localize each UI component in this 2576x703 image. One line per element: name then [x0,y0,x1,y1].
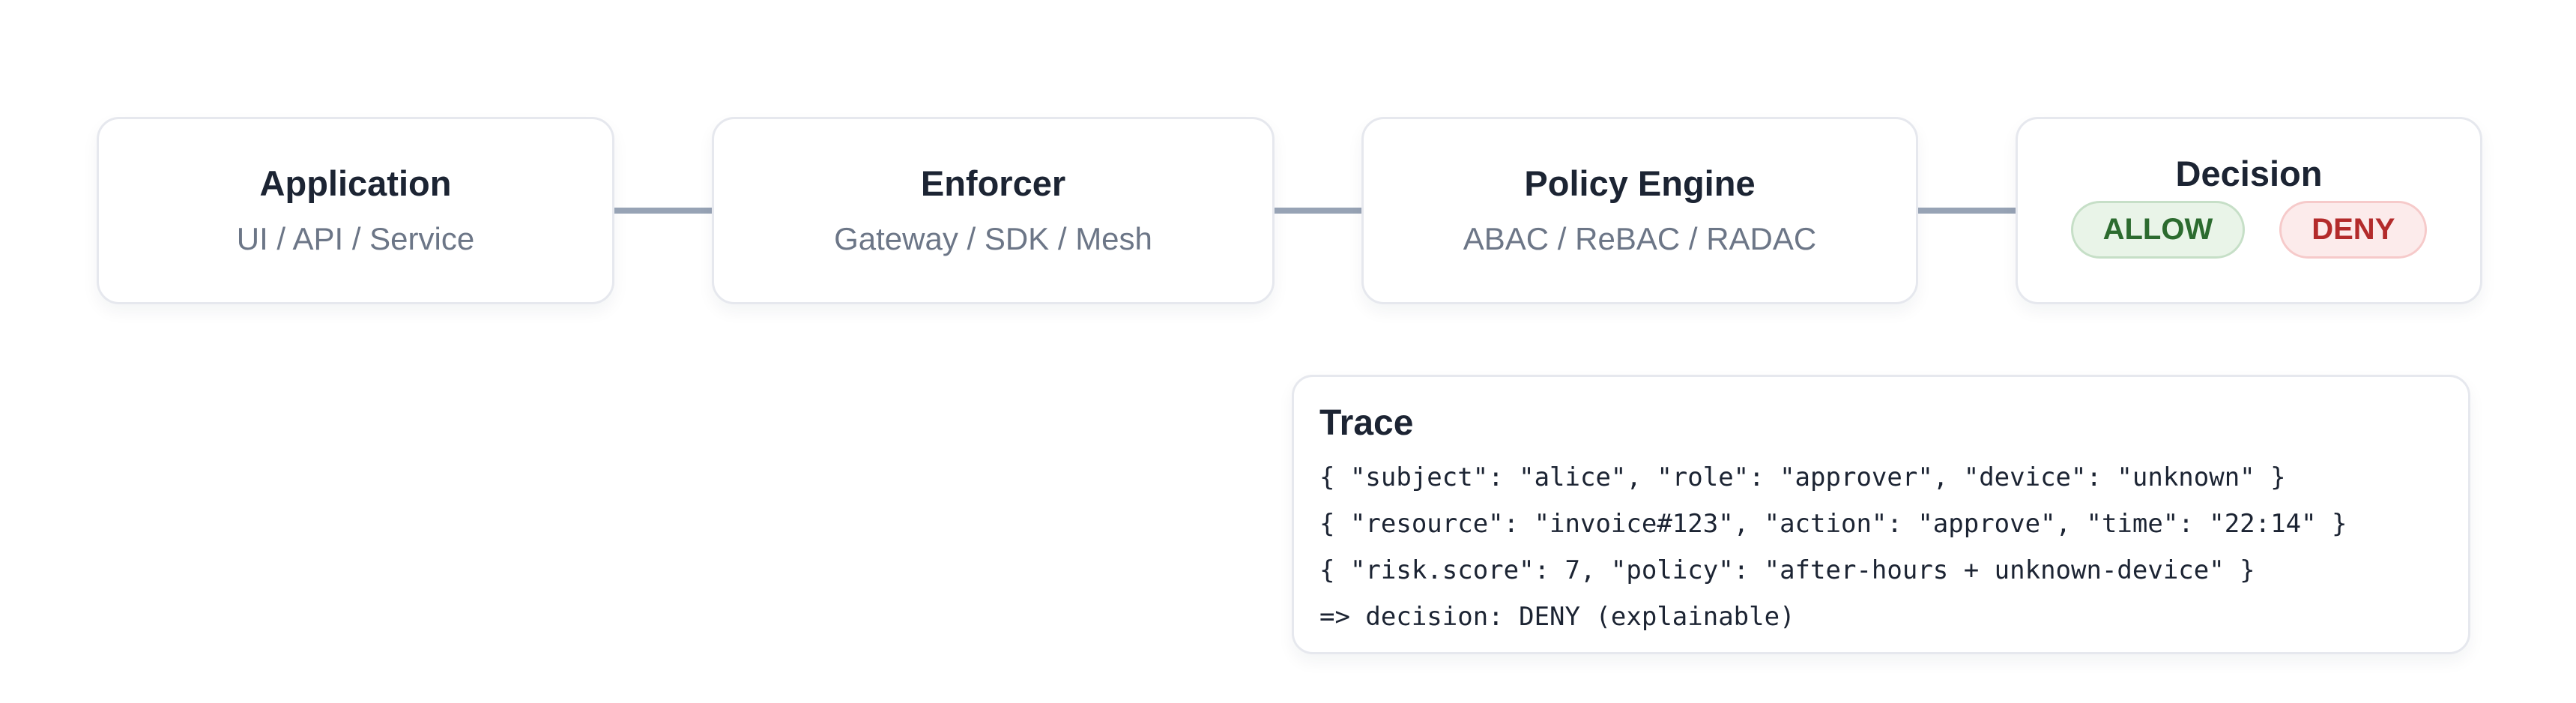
stage-policy-engine: Policy Engine ABAC / ReBAC / RADAC [1361,117,1918,304]
stage-application-subtitle: UI / API / Service [236,220,475,256]
stage-enforcer: Enforcer Gateway / SDK / Mesh [712,117,1275,304]
trace-line-subject: { "subject": "alice", "role": "approver"… [1319,462,2286,493]
deny-badge: DENY [2279,200,2428,259]
stage-decision: Decision ALLOW DENY [2016,117,2482,304]
trace-line-resource: { "resource": "invoice#123", "action": "… [1319,509,2347,540]
allow-badge: ALLOW [2070,200,2246,259]
connector-application-enforcer [614,208,712,214]
trace-line-risk: { "risk.score": 7, "policy": "after-hour… [1319,555,2255,586]
stage-policy-engine-title: Policy Engine [1524,163,1756,203]
stage-enforcer-subtitle: Gateway / SDK / Mesh [834,220,1152,256]
connector-policy-engine-decision [1918,208,2016,214]
stage-application-title: Application [259,163,452,203]
stage-policy-engine-subtitle: ABAC / ReBAC / RADAC [1463,220,1817,256]
trace-panel: Trace { "subject": "alice", "role": "app… [1292,375,2470,654]
trace-panel-title: Trace [1319,403,1414,443]
stage-application: Application UI / API / Service [97,117,614,304]
decision-pill-row: ALLOW DENY [2070,200,2428,259]
stage-decision-title: Decision [2175,154,2323,194]
trace-line-decision: => decision: DENY (explainable) [1319,602,1795,633]
connector-enforcer-policy-engine [1275,208,1361,214]
stage-enforcer-title: Enforcer [920,163,1066,203]
